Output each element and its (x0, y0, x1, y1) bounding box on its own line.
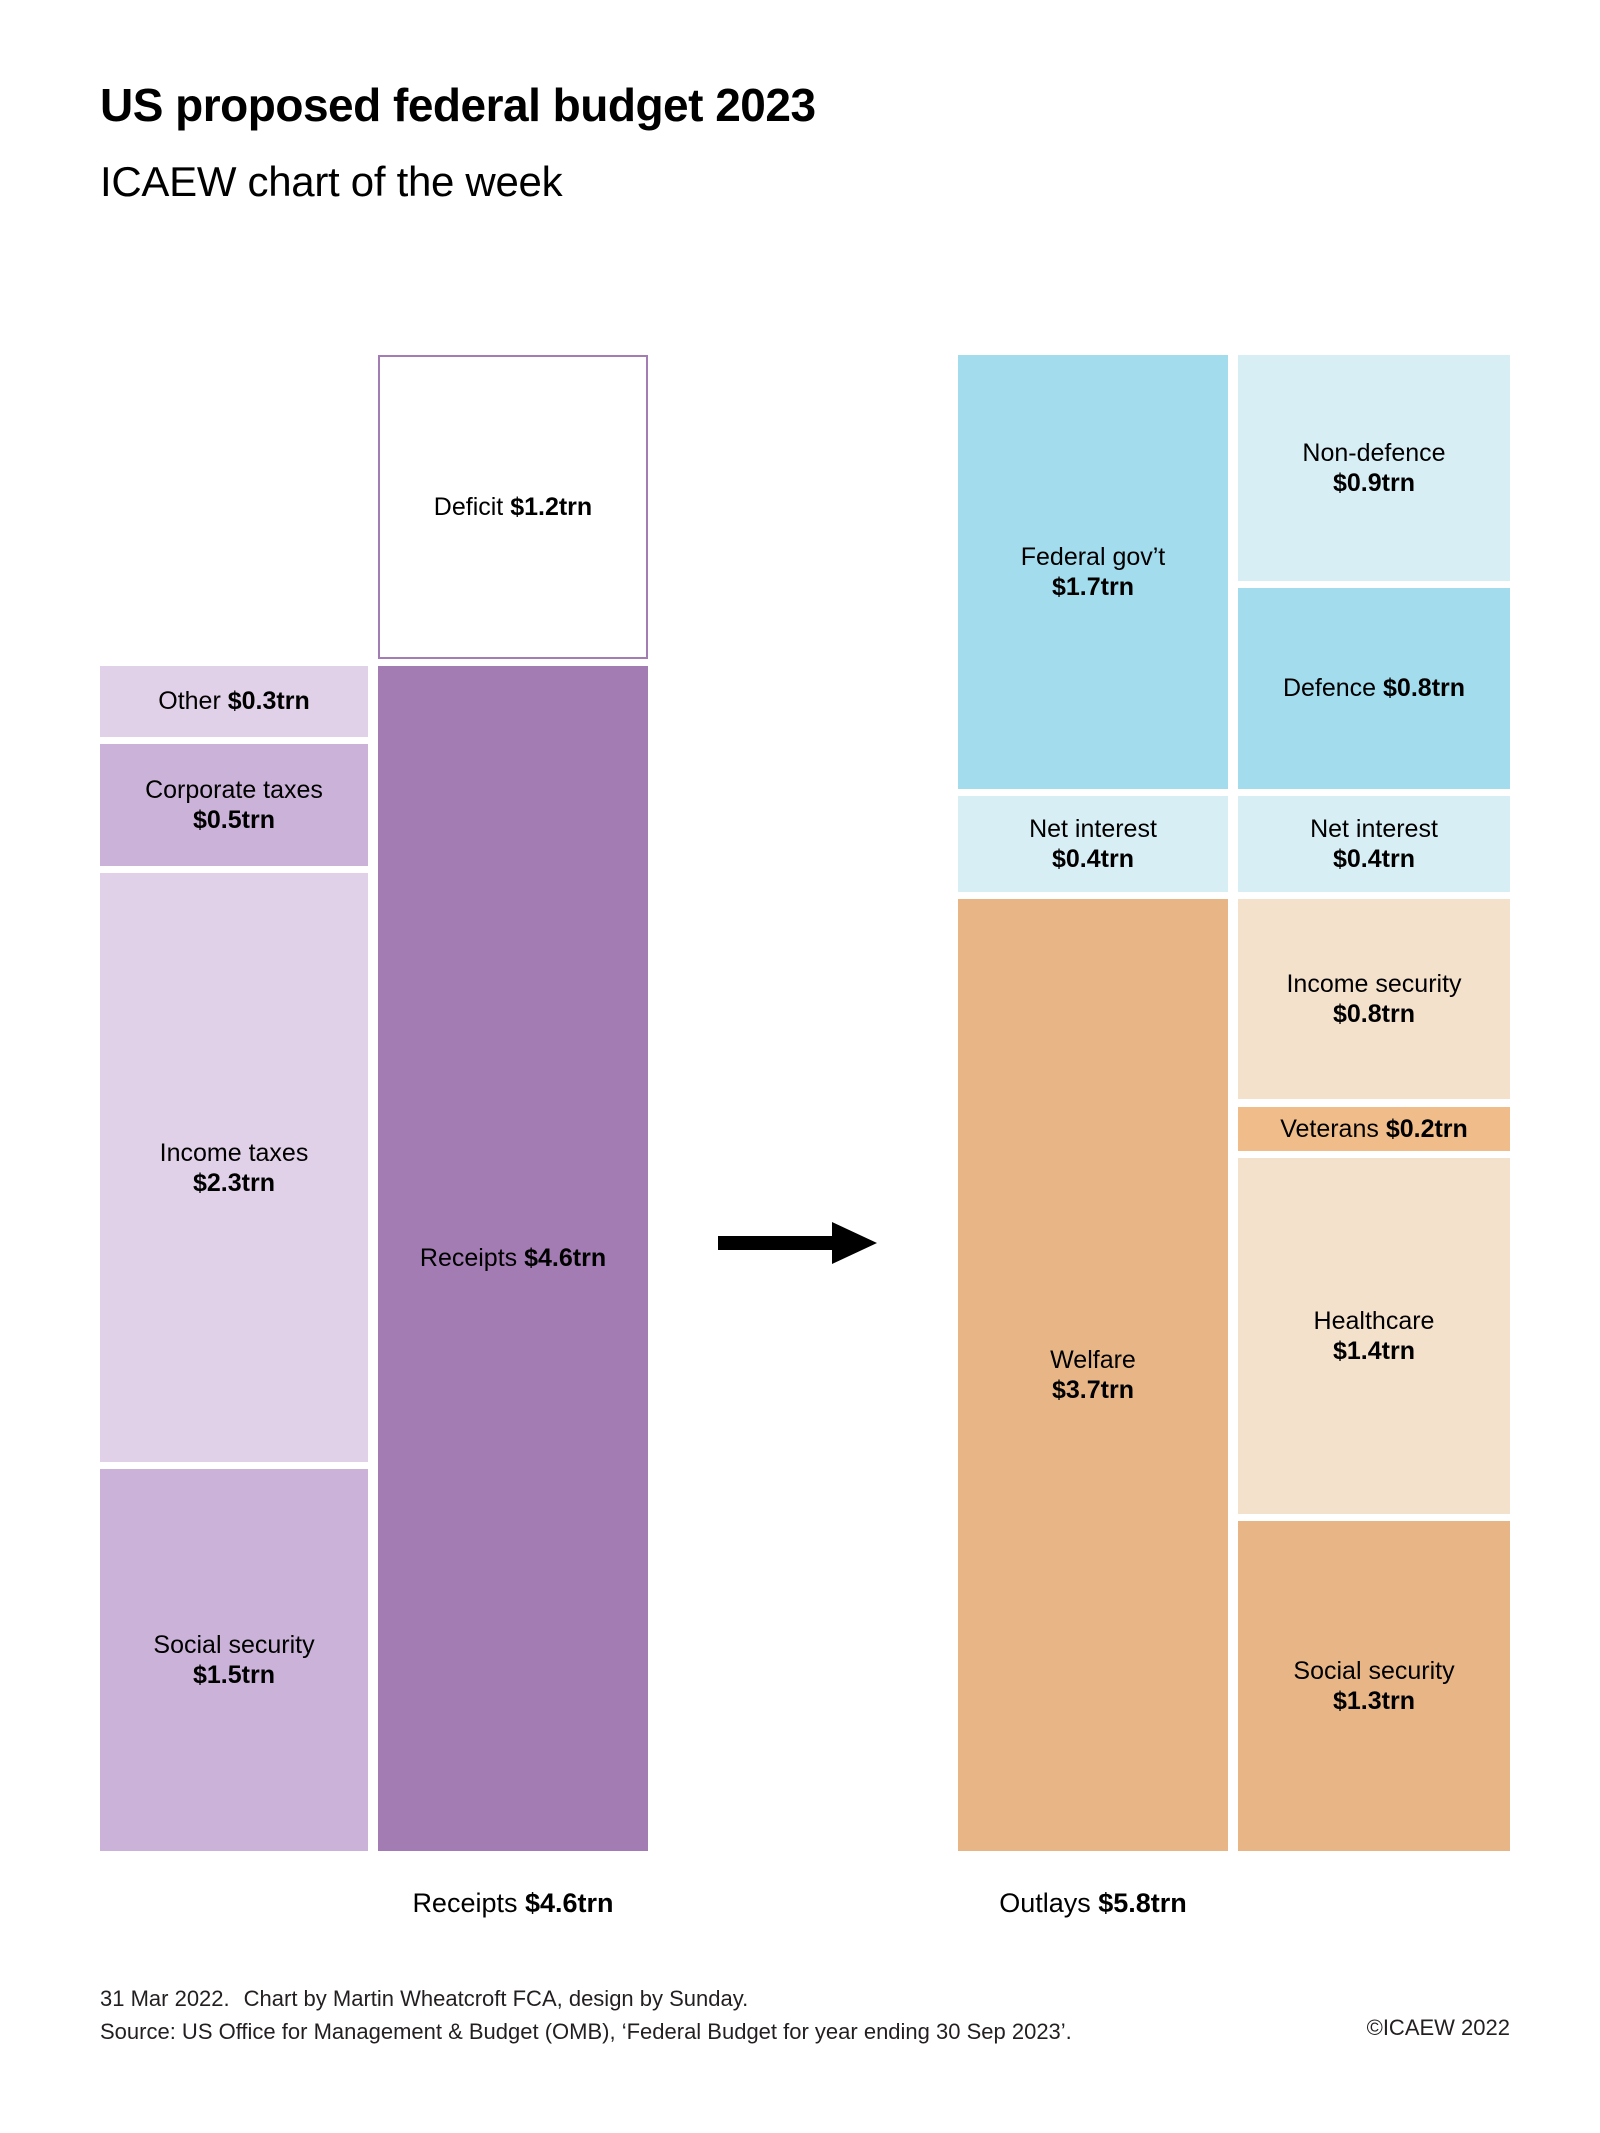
axis-caption-receipts: Receipts $4.6trn (378, 1888, 648, 1919)
bar-segment-net-interest: Net interest $0.4trn (958, 795, 1228, 893)
axis-caption-outlays-label: Outlays (999, 1888, 1091, 1918)
segment-value: $1.2trn (510, 492, 593, 521)
segment-value: $0.4trn (1333, 844, 1415, 873)
segment-value: $1.5trn (193, 1661, 275, 1690)
bar-segment-other: Other $0.3trn (100, 665, 368, 737)
axis-caption-receipts-label: Receipts (412, 1888, 518, 1918)
segment-value: $1.3trn (1333, 1687, 1415, 1716)
bar-segment-defence: Defence $0.8trn (1238, 588, 1510, 789)
footer-line-2: Source: US Office for Management & Budge… (100, 2019, 1072, 2044)
segment-value: $0.4trn (1052, 844, 1134, 873)
segment-value: $0.5trn (193, 805, 275, 834)
footer: 31 Mar 2022. Chart by Martin Wheatcroft F… (100, 1982, 1072, 2048)
segment-value: $0.9trn (1333, 469, 1415, 498)
axis-caption-receipts-value: $4.6trn (525, 1888, 614, 1918)
footer-credit: Chart by Martin Wheatcroft FCA, design b… (243, 1986, 749, 2011)
bar-segment-corporate-taxes: Corporate taxes $0.5trn (100, 743, 368, 867)
segment-value: $3.7trn (1052, 1376, 1134, 1405)
segment-label: Other (158, 687, 228, 716)
axis-caption-outlays: Outlays $5.8trn (958, 1888, 1228, 1919)
segment-value: $1.7trn (1052, 572, 1134, 601)
segment-label: Net interest (1310, 814, 1438, 843)
segment-label: Net interest (1029, 814, 1157, 843)
segment-label: Receipts (419, 1244, 525, 1273)
bar-segment-net-interest: Net interest $0.4trn (1238, 795, 1510, 893)
segment-label: Corporate taxes (145, 775, 323, 804)
segment-value: $0.8trn (1383, 674, 1466, 703)
bar-segment-healthcare: Healthcare $1.4trn (1238, 1158, 1510, 1515)
segment-label: Deficit (433, 492, 511, 521)
bar-segment-social-security: Social security $1.3trn (1238, 1521, 1510, 1851)
bar-segment-welfare: Welfare $3.7trn (958, 899, 1228, 1851)
segment-label: Income taxes (159, 1138, 309, 1167)
page-subtitle: ICAEW chart of the week (100, 158, 563, 205)
segment-label: Welfare (1050, 1346, 1136, 1375)
segment-label: Social security (1293, 1657, 1455, 1686)
segment-label: Non-defence (1302, 439, 1446, 468)
footer-line-1: 31 Mar 2022. Chart by Martin Wheatcroft F… (100, 1982, 1072, 2015)
bar-segment-income-taxes: Income taxes $2.3trn (100, 873, 368, 1463)
bar-segment-social-security: Social security $1.5trn (100, 1469, 368, 1851)
bar-segment-deficit: Deficit $1.2trn (378, 355, 648, 659)
footer-date: 31 Mar 2022. (100, 1986, 230, 2011)
axis-caption-outlays-value: $5.8trn (1098, 1888, 1187, 1918)
segment-value: $2.3trn (193, 1168, 275, 1197)
arrow-head (832, 1222, 877, 1264)
page-title: US proposed federal budget 2023 (100, 79, 816, 131)
flow-arrow (718, 1222, 878, 1264)
bar-segment-income-security: Income security $0.8trn (1238, 899, 1510, 1100)
segment-label: Federal gov’t (1020, 542, 1166, 571)
segment-label: Defence (1282, 674, 1384, 703)
bar-segment-non-defence: Non-defence $0.9trn (1238, 355, 1510, 582)
arrow-shaft (718, 1236, 840, 1250)
segment-value: $0.8trn (1333, 1000, 1415, 1029)
segment-label: Income security (1286, 970, 1462, 999)
segment-value: $1.4trn (1333, 1337, 1415, 1366)
copyright-notice: ©ICAEW 2022 (1366, 2015, 1510, 2040)
segment-label: Healthcare (1313, 1307, 1435, 1336)
bar-segment-veterans: Veterans $0.2trn (1238, 1106, 1510, 1152)
segment-value: $0.3trn (227, 687, 310, 716)
segment-value: $4.6trn (524, 1244, 607, 1273)
segment-label: Social security (153, 1631, 315, 1660)
bar-segment-federal-gov-t: Federal gov’t $1.7trn (958, 355, 1228, 789)
segment-value: $0.2trn (1385, 1114, 1468, 1143)
bar-segment-receipts: Receipts $4.6trn (378, 665, 648, 1851)
segment-label: Veterans (1280, 1114, 1386, 1143)
